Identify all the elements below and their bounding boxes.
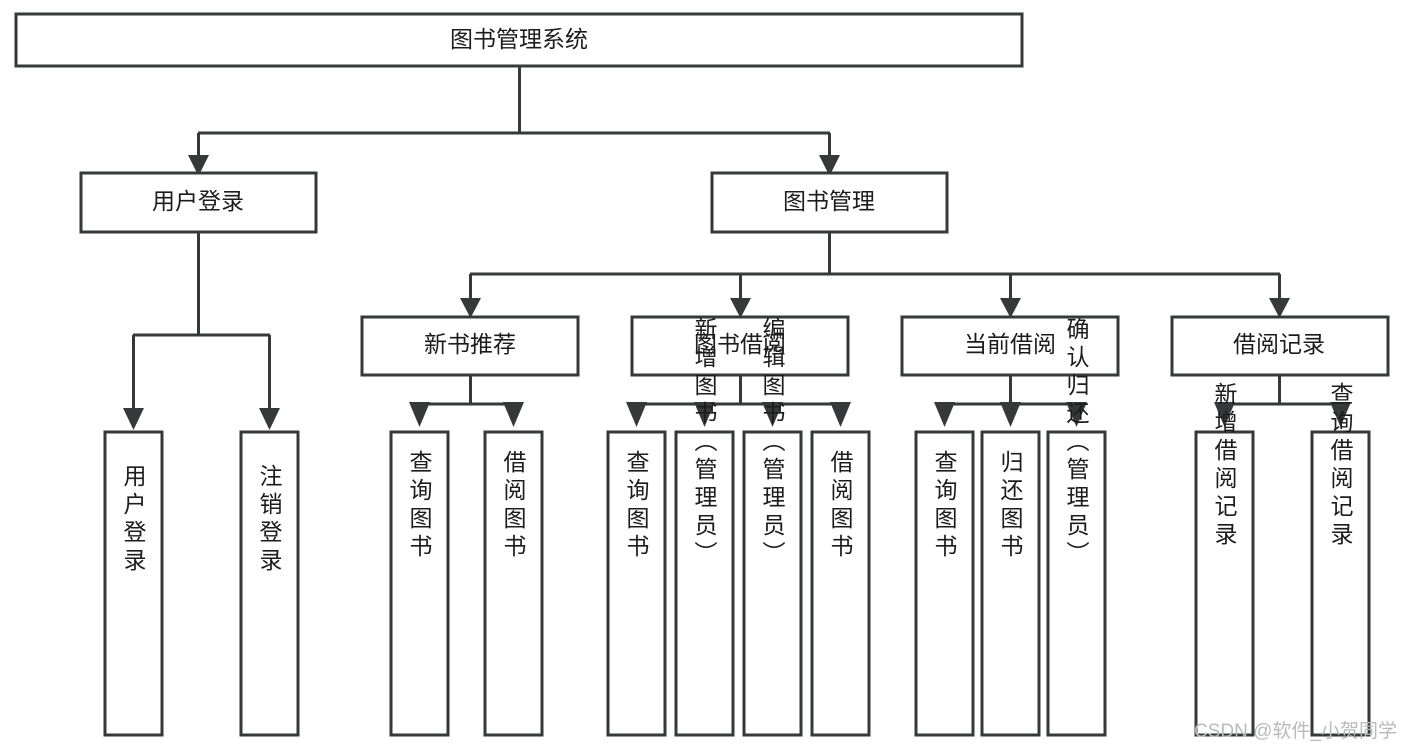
- leaf-label-user-login-1: 用户登录: [120, 464, 147, 576]
- arrow-icon-cat3-leaf-3: [1066, 402, 1087, 427]
- arrow-icon-cat-2: [730, 298, 751, 318]
- node-book-borrow[interactable]: 图书借阅: [630, 315, 850, 377]
- leaf-box-current-borrow-3[interactable]: [1046, 430, 1107, 737]
- arrow-icon-cat2-leaf-1: [626, 402, 647, 427]
- leaf-label-borrow-record-1: 新增借阅记录: [1211, 382, 1238, 550]
- leaf-label-user-login-2: 注销登录: [256, 464, 283, 576]
- leaf-box-user-login-2[interactable]: [239, 430, 300, 737]
- node-book-borrow-box[interactable]: [630, 315, 850, 377]
- arrowheads-layer: [123, 155, 1351, 430]
- leaf-labels-layer: 用户登录 注销登录 查询图书 借阅图书 查询图书 新增图书（管理员） 编辑图书（…: [120, 317, 1354, 576]
- arrow-icon-cat-3: [1000, 298, 1021, 318]
- leaf-box-new-book-2[interactable]: [483, 430, 544, 737]
- leaf-label-current-borrow-2: 归还图书: [997, 450, 1024, 562]
- node-root-box[interactable]: [14, 12, 1024, 68]
- node-book-management-box[interactable]: [710, 171, 949, 234]
- leaf-label-current-borrow-1: 查询图书: [931, 450, 958, 562]
- leaf-box-book-borrow-3[interactable]: [742, 430, 803, 737]
- arrow-icon-cat4-leaf-1: [1214, 402, 1235, 427]
- node-current-borrow[interactable]: 当前借阅: [900, 315, 1120, 377]
- leaf-box-borrow-record-2[interactable]: [1310, 430, 1371, 737]
- arrow-icon-cat4-leaf-2: [1330, 402, 1351, 427]
- node-book-borrow-label: 图书借阅: [694, 331, 786, 357]
- node-book-management-label: 图书管理: [783, 188, 875, 214]
- leaf-boxes-layer: [103, 430, 1371, 737]
- leaf-box-borrow-record-1[interactable]: [1194, 430, 1255, 737]
- leaf-box-book-borrow-2[interactable]: [674, 430, 735, 737]
- node-current-borrow-label: 当前借阅: [964, 331, 1056, 357]
- node-new-book-recommend[interactable]: 新书推荐: [360, 315, 580, 377]
- leaf-box-book-borrow-4[interactable]: [810, 430, 871, 737]
- leaf-label-new-book-1: 查询图书: [406, 450, 433, 562]
- node-new-book-recommend-box[interactable]: [360, 315, 580, 377]
- leaf-label-book-borrow-1: 查询图书: [623, 450, 650, 562]
- node-book-management[interactable]: 图书管理: [710, 171, 949, 234]
- node-new-book-recommend-label: 新书推荐: [424, 331, 516, 357]
- node-user-login-label: 用户登录: [152, 188, 244, 214]
- leaf-label-book-borrow-4: 借阅图书: [827, 450, 854, 562]
- arrow-icon-cat2-leaf-2: [694, 402, 715, 427]
- node-borrow-record[interactable]: 借阅记录: [1170, 315, 1390, 377]
- leaf-box-current-borrow-1[interactable]: [914, 430, 975, 737]
- arrow-icon-cat2-leaf-4: [830, 402, 851, 427]
- leaf-box-current-borrow-2[interactable]: [980, 430, 1041, 737]
- arrow-icon-cat3-leaf-2: [1000, 402, 1021, 427]
- leaf-box-user-login-1[interactable]: [103, 430, 164, 737]
- node-user-login[interactable]: 用户登录: [79, 171, 318, 234]
- leaf-label-book-borrow-2: 新增图书（管理员）: [691, 317, 718, 569]
- arrow-icon-root-to-book-mgmt: [819, 155, 840, 176]
- leaf-box-book-borrow-1[interactable]: [606, 430, 667, 737]
- node-user-login-box[interactable]: [79, 171, 318, 234]
- node-borrow-record-label: 借阅记录: [1233, 331, 1325, 357]
- arrow-icon-userlogin-leaf-1: [123, 408, 144, 430]
- arrow-icon-cat1-leaf-2: [503, 402, 524, 427]
- arrow-icon-cat2-leaf-3: [762, 402, 783, 427]
- arrow-icon-cat3-leaf-1: [934, 402, 955, 427]
- arrow-icon-cat-1: [460, 298, 481, 318]
- leaf-label-current-borrow-3: 确认归还（管理员）: [1063, 317, 1090, 569]
- node-root-label: 图书管理系统: [450, 26, 588, 52]
- arrow-icon-cat-4: [1269, 298, 1290, 318]
- node-borrow-record-box[interactable]: [1170, 315, 1390, 377]
- node-current-borrow-box[interactable]: [900, 315, 1120, 377]
- leaf-label-borrow-record-2: 查询借阅记录: [1327, 382, 1354, 550]
- arrow-icon-cat1-leaf-1: [409, 402, 430, 427]
- node-root[interactable]: 图书管理系统: [14, 12, 1024, 68]
- leaf-label-new-book-2: 借阅图书: [500, 450, 527, 562]
- leaf-label-book-borrow-3: 编辑图书（管理员）: [759, 317, 786, 569]
- arrow-icon-userlogin-leaf-2: [259, 408, 280, 430]
- leaf-box-new-book-1[interactable]: [389, 430, 450, 737]
- arrow-icon-root-to-user-login: [188, 155, 209, 176]
